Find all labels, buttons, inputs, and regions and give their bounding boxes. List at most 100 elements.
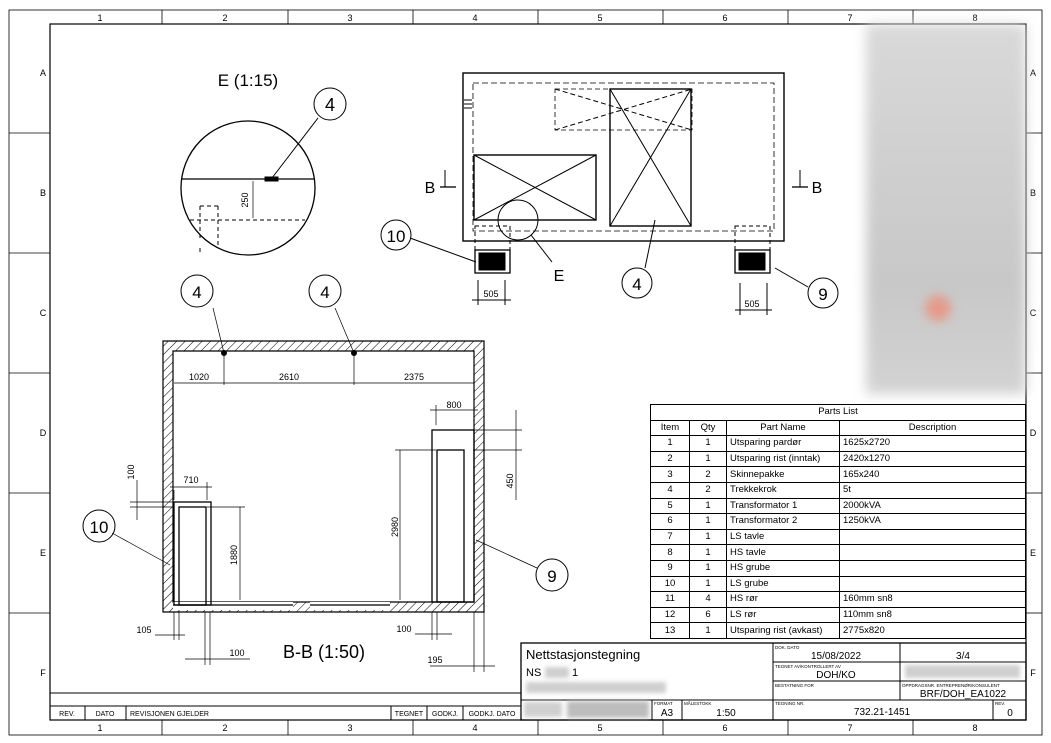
qty-cell: 1 — [689, 575, 727, 593]
qty-cell: 1 — [689, 544, 727, 561]
qty-cell: 4 — [689, 591, 727, 608]
item-cell: 11 — [650, 591, 690, 608]
tegning-label: TEGNING NR. — [775, 701, 805, 706]
row-label: A — [1030, 68, 1036, 78]
description-cell: 2420x1270 — [839, 450, 1026, 468]
parts-list-header-qty: Qty — [689, 419, 727, 437]
row-label: F — [1030, 668, 1036, 678]
row-label: E — [1030, 548, 1036, 558]
parts-list-header-part-name: Part Name — [726, 419, 840, 437]
item-cell: 13 — [650, 622, 690, 639]
dim-2375: 2375 — [404, 372, 424, 382]
part-name-cell: Utsparing pardør — [726, 435, 840, 452]
dim-1020: 1020 — [189, 372, 209, 382]
qty-cell: 1 — [689, 450, 727, 468]
item-cell: 4 — [650, 481, 690, 499]
tegning-nr: 732.21-1451 — [854, 707, 911, 718]
rev-col-dato: DATO — [96, 711, 115, 718]
row-label: E — [40, 548, 46, 558]
title-block — [49, 642, 1027, 721]
balloon-4-label: 4 — [325, 95, 335, 115]
dim-800: 800 — [446, 400, 461, 410]
part-name-cell: Utsparing rist (avkast) — [726, 622, 840, 639]
detail-view-e: E (1:15) 4 250 — [180, 71, 347, 256]
drawing-title: Nettstasjonstegning — [526, 647, 640, 662]
description-cell: 165x240 — [839, 466, 1026, 483]
description-cell: 1625x2720 — [839, 435, 1026, 452]
description-cell — [839, 528, 1026, 546]
dok-dato-label: DOK. DATO — [775, 645, 800, 650]
dim-100-vertical: 100 — [126, 464, 136, 479]
col-label: 3 — [347, 13, 352, 23]
qty-cell: 2 — [689, 466, 727, 483]
malestokk-label: MÅLESTOKK — [684, 700, 711, 706]
rev-value: 0 — [1007, 708, 1013, 719]
row-label: F — [40, 668, 46, 678]
bestatning-label: BESTATNING FOR — [775, 683, 815, 688]
description-cell: 110mm sn8 — [839, 606, 1026, 624]
row-label: C — [40, 308, 47, 318]
section-view-labels: B-B (1:50) 4 4 10 9 1020 2610 2375 800 7… — [90, 283, 557, 665]
col-label: 8 — [972, 723, 977, 733]
format-label: FORMAT — [654, 701, 673, 706]
row-label: A — [40, 68, 46, 78]
part-name-cell: HS grube — [726, 559, 840, 577]
col-label: 6 — [722, 13, 727, 23]
tegnet-value: DOH/KO — [816, 670, 856, 681]
plan-view-labels: 10 9 4 E B B 505 505 — [387, 180, 828, 309]
rev-label: REV. — [995, 701, 1005, 706]
col-label: 4 — [472, 13, 477, 23]
part-name-cell: Transformator 1 — [726, 497, 840, 515]
item-cell: 2 — [650, 450, 690, 468]
dim-1880: 1880 — [229, 545, 239, 565]
sheet-number: 3/4 — [956, 651, 970, 662]
redacted-ns-number — [545, 667, 569, 678]
item-cell: 8 — [650, 544, 690, 561]
description-cell — [839, 575, 1026, 593]
dim-100-bottom-right: 100 — [396, 624, 411, 634]
row-label: B — [1030, 188, 1036, 198]
description-cell: 1250kVA — [839, 513, 1026, 530]
balloon-4-label: 4 — [192, 283, 201, 302]
balloon-9-label: 9 — [818, 285, 827, 304]
rev-col-godkj: GODKJ. — [432, 711, 458, 718]
item-cell: 7 — [650, 528, 690, 546]
format-value: A3 — [661, 708, 674, 719]
detail-marker-e: E — [554, 268, 565, 285]
qty-cell: 1 — [689, 435, 727, 452]
frame-labels: 1 2 3 4 5 6 7 8 1 2 3 4 5 6 7 8 A B C D … — [40, 13, 1037, 733]
dim-505-right: 505 — [744, 299, 759, 309]
tegnet-label: TEGNET AV/KONTROLLERT AV — [775, 664, 841, 669]
dim-710: 710 — [183, 475, 198, 485]
dok-dato: 15/08/2022 — [811, 651, 861, 662]
dim-105: 105 — [136, 625, 151, 635]
ns-prefix: NS — [526, 667, 541, 679]
description-cell: 5t — [839, 481, 1026, 499]
col-label: 1 — [97, 723, 102, 733]
dim-195: 195 — [427, 655, 442, 665]
col-label: 5 — [597, 13, 602, 23]
malestokk-value: 1:50 — [716, 708, 736, 719]
item-cell: 6 — [650, 513, 690, 530]
rev-col-rev: REV. — [59, 711, 75, 718]
description-cell: 2000kVA — [839, 497, 1026, 515]
col-label: 7 — [847, 13, 852, 23]
balloon-9-label: 9 — [547, 567, 556, 586]
balloon-10-label: 10 — [90, 518, 109, 537]
col-label: 2 — [222, 723, 227, 733]
item-cell: 5 — [650, 497, 690, 515]
oppdrag-value: BRF/DOH_EA1022 — [920, 689, 1007, 700]
part-name-cell: Skinnepakke — [726, 466, 840, 483]
parts-list-header-item: Item — [650, 419, 690, 437]
item-cell: 3 — [650, 466, 690, 483]
part-name-cell: LS rør — [726, 606, 840, 624]
col-label: 5 — [597, 723, 602, 733]
redacted-image — [866, 24, 1026, 394]
